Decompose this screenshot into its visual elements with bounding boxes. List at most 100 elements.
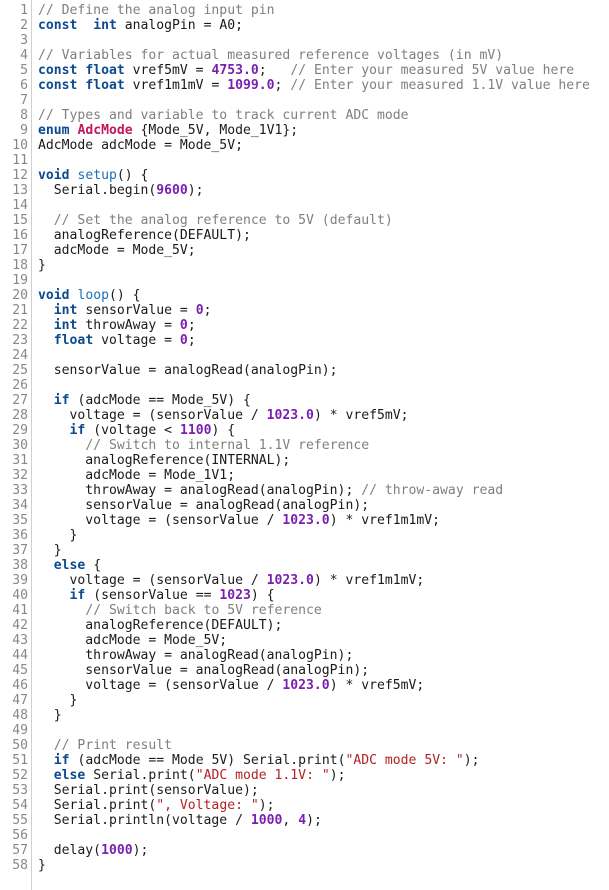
code-line[interactable]: 46 voltage = (sensorValue / 1023.0) * vr… — [0, 678, 609, 693]
code-line[interactable]: 3 — [0, 33, 609, 48]
code-line[interactable]: 27 if (adcMode == Mode_5V) { — [0, 393, 609, 408]
code-line[interactable]: 36 } — [0, 528, 609, 543]
line-number: 30 — [12, 438, 28, 453]
code-line[interactable]: 1// Define the analog input pin — [0, 3, 609, 18]
code-line[interactable]: 55 Serial.println(voltage / 1000, 4); — [0, 813, 609, 828]
code-line[interactable]: 56 — [0, 828, 609, 843]
line-number: 41 — [12, 603, 28, 618]
code-text: Serial.print(", Voltage: "); — [28, 798, 275, 813]
code-line[interactable]: 31 analogReference(INTERNAL); — [0, 453, 609, 468]
code-line[interactable]: 51 if (adcMode == Mode 5V) Serial.print(… — [0, 753, 609, 768]
code-text: if (adcMode == Mode 5V) Serial.print("AD… — [28, 753, 480, 768]
code-line[interactable]: 52 else Serial.print("ADC mode 1.1V: "); — [0, 768, 609, 783]
code-line[interactable]: 26 — [0, 378, 609, 393]
code-text: Serial.begin(9600); — [28, 183, 204, 198]
code-line[interactable]: 53 Serial.print(sensorValue); — [0, 783, 609, 798]
comment-token: // Enter your measured 5V value here — [290, 63, 575, 78]
number-token: 1100 — [179, 423, 212, 438]
code-line[interactable]: 43 adcMode = Mode_5V; — [0, 633, 609, 648]
code-token — [77, 18, 93, 33]
code-line[interactable]: 37 } — [0, 543, 609, 558]
code-line[interactable]: 44 throwAway = analogRead(analogPin); — [0, 648, 609, 663]
number-token: 1099.0 — [227, 78, 275, 93]
code-text: // Print result — [28, 738, 172, 753]
code-line[interactable]: 16 analogReference(DEFAULT); — [0, 228, 609, 243]
code-line[interactable]: 7 — [0, 93, 609, 108]
code-line[interactable]: 39 voltage = (sensorValue / 1023.0) * vr… — [0, 573, 609, 588]
line-number: 1 — [20, 3, 28, 18]
code-line[interactable]: 57 delay(1000); — [0, 843, 609, 858]
keyword-token: float — [85, 78, 125, 93]
code-text: } — [28, 693, 78, 708]
code-line[interactable]: 28 voltage = (sensorValue / 1023.0) * vr… — [0, 408, 609, 423]
code-token: ); — [187, 183, 204, 198]
code-token: adcMode = Mode_1V1; — [38, 468, 236, 483]
line-number: 16 — [12, 228, 28, 243]
code-line[interactable]: 15 // Set the analog reference to 5V (de… — [0, 213, 609, 228]
code-line[interactable]: 19 — [0, 273, 609, 288]
code-line[interactable]: 35 voltage = (sensorValue / 1023.0) * vr… — [0, 513, 609, 528]
code-text: int sensorValue = 0; — [28, 303, 212, 318]
code-line[interactable]: 29 if (voltage < 1100) { — [0, 423, 609, 438]
line-number: 54 — [12, 798, 28, 813]
code-text — [28, 93, 38, 108]
code-line[interactable]: 49 — [0, 723, 609, 738]
code-line[interactable]: 34 sensorValue = analogRead(analogPin); — [0, 498, 609, 513]
code-text: // Switch to internal 1.1V reference — [28, 438, 369, 453]
code-line[interactable]: 23 float voltage = 0; — [0, 333, 609, 348]
code-text: // Variables for actual measured referen… — [28, 48, 503, 63]
code-text — [28, 198, 38, 213]
code-line[interactable]: 18} — [0, 258, 609, 273]
code-line[interactable]: 45 sensorValue = analogRead(analogPin); — [0, 663, 609, 678]
code-line[interactable]: 13 Serial.begin(9600); — [0, 183, 609, 198]
code-text: Serial.println(voltage / 1000, 4); — [28, 813, 322, 828]
code-line[interactable]: 50 // Print result — [0, 738, 609, 753]
code-line[interactable]: 41 // Switch back to 5V reference — [0, 603, 609, 618]
code-line[interactable]: 54 Serial.print(", Voltage: "); — [0, 798, 609, 813]
code-text: void loop() { — [28, 288, 141, 303]
code-line[interactable]: 30 // Switch to internal 1.1V reference — [0, 438, 609, 453]
code-text: float voltage = 0; — [28, 333, 196, 348]
code-token — [38, 318, 54, 333]
code-token: {Mode_5V, Mode_1V1}; — [132, 123, 299, 138]
keyword-token: float — [85, 63, 125, 78]
line-number: 7 — [20, 93, 28, 108]
code-line[interactable]: 48 } — [0, 708, 609, 723]
code-line[interactable]: 8// Types and variable to track current … — [0, 108, 609, 123]
code-line[interactable]: 17 adcMode = Mode_5V; — [0, 243, 609, 258]
code-line[interactable]: 32 adcMode = Mode_1V1; — [0, 468, 609, 483]
code-token: Serial.print(sensorValue); — [38, 783, 259, 798]
function-token: setup — [77, 168, 117, 183]
keyword-token: enum — [38, 123, 70, 138]
code-line[interactable]: 38 else { — [0, 558, 609, 573]
code-token: AdcMode adcMode = Mode_5V; — [38, 138, 243, 153]
code-token: ) * vref5mV; — [329, 678, 425, 693]
code-line[interactable]: 42 analogReference(DEFAULT); — [0, 618, 609, 633]
code-line[interactable]: 24 — [0, 348, 609, 363]
code-line[interactable]: 11 — [0, 153, 609, 168]
code-line[interactable]: 40 if (sensorValue == 1023) { — [0, 588, 609, 603]
code-line[interactable]: 22 int throwAway = 0; — [0, 318, 609, 333]
code-line[interactable]: 4// Variables for actual measured refere… — [0, 48, 609, 63]
code-line[interactable]: 25 sensorValue = analogRead(analogPin); — [0, 363, 609, 378]
code-line[interactable]: 21 int sensorValue = 0; — [0, 303, 609, 318]
code-line[interactable]: 14 — [0, 198, 609, 213]
code-line[interactable]: 33 throwAway = analogRead(analogPin); //… — [0, 483, 609, 498]
code-line[interactable]: 58} — [0, 858, 609, 873]
line-number: 40 — [12, 588, 28, 603]
code-token: analogReference(INTERNAL); — [38, 453, 291, 468]
code-text: analogReference(DEFAULT); — [28, 618, 282, 633]
code-line[interactable]: 47 } — [0, 693, 609, 708]
code-token: voltage = (sensorValue / — [38, 513, 283, 528]
code-token — [38, 738, 54, 753]
line-number: 29 — [12, 423, 28, 438]
